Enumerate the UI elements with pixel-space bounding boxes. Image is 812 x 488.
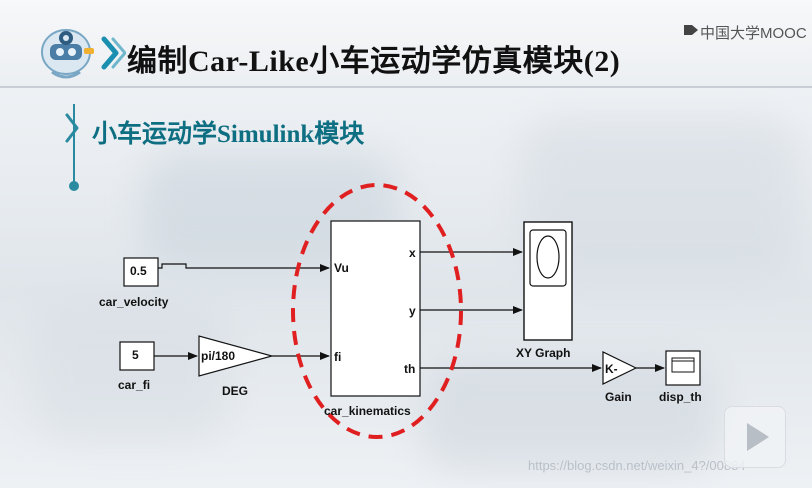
title-bar bbox=[0, 0, 812, 86]
port-label-y: y bbox=[409, 304, 416, 318]
title-chevron-icon bbox=[101, 36, 126, 70]
disp-th-label: disp_th bbox=[659, 390, 702, 404]
port-label-x: x bbox=[409, 246, 416, 260]
subtitle-vertical-line bbox=[73, 104, 75, 184]
gain-k-text: K- bbox=[605, 362, 618, 376]
watermark-url: https://blog.csdn.net/weixin_4?/00884 bbox=[528, 458, 746, 473]
deg-gain-text: pi/180 bbox=[201, 349, 236, 363]
xy-graph-ellipse-icon bbox=[536, 235, 560, 279]
page-title: 编制Car-Like小车运动学仿真模块(2) bbox=[127, 45, 621, 78]
mooc-logo-text: 中国大学MOOC bbox=[700, 25, 807, 42]
display-screen-icon bbox=[671, 357, 695, 373]
gain-label: Gain bbox=[605, 390, 632, 404]
xy-graph-label: XY Graph bbox=[516, 346, 571, 360]
constant-block-car-fi[interactable] bbox=[119, 341, 155, 371]
subsystem-block-car-kinematics[interactable] bbox=[330, 220, 421, 397]
deg-label: DEG bbox=[222, 384, 249, 398]
signal-line-velocity[interactable] bbox=[158, 263, 330, 272]
title-divider bbox=[0, 86, 812, 88]
gain-block-deg[interactable] bbox=[198, 335, 275, 377]
port-label-fi: fi bbox=[334, 350, 342, 364]
constant-block-car-velocity[interactable] bbox=[123, 257, 159, 287]
gain-block-k[interactable] bbox=[602, 351, 638, 385]
car-fi-value: 5 bbox=[132, 348, 139, 362]
robot-mascot-icon bbox=[41, 29, 94, 79]
video-play-button[interactable] bbox=[724, 406, 786, 468]
play-icon bbox=[747, 423, 769, 451]
highlight-ellipse bbox=[291, 183, 463, 439]
port-label-th: th bbox=[404, 362, 416, 376]
car-fi-label: car_fi bbox=[118, 378, 151, 392]
mooc-logo-icon bbox=[684, 25, 698, 35]
subtitle-bullet-dot bbox=[69, 181, 79, 191]
car-velocity-label: car_velocity bbox=[99, 295, 169, 309]
car-velocity-value: 0.5 bbox=[130, 264, 147, 278]
section-subtitle: 小车运动学Simulink模块 bbox=[92, 121, 365, 148]
subtitle-chevron-icon bbox=[65, 113, 79, 143]
car-kinematics-label: car_kinematics bbox=[324, 404, 411, 418]
port-label-vu: Vu bbox=[334, 261, 349, 275]
